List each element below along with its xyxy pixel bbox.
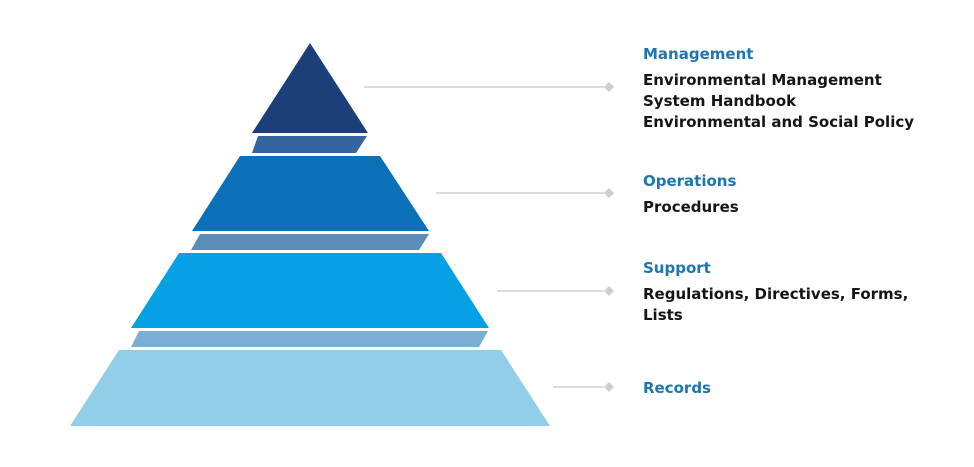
pyramid-band-operations-support bbox=[191, 234, 429, 250]
level-records: Records bbox=[643, 378, 711, 398]
level-title-management: Management bbox=[643, 45, 754, 63]
level-title-support: Support bbox=[643, 259, 711, 277]
connector-diamond-icon bbox=[604, 382, 614, 392]
level-description-management: Environmental Management System Handbook… bbox=[643, 71, 915, 131]
level-description-operations: Procedures bbox=[643, 198, 739, 216]
pyramid-band-management-operations bbox=[252, 136, 367, 153]
pyramid-tier-management bbox=[252, 43, 368, 133]
connector-diamond-icon bbox=[604, 286, 614, 296]
connector-diamond-icon bbox=[604, 188, 614, 198]
level-title-operations: Operations bbox=[643, 172, 737, 190]
connector-support bbox=[497, 286, 614, 296]
level-title-records: Records bbox=[643, 379, 711, 397]
connector-records bbox=[553, 382, 614, 392]
level-description-support: Regulations, Directives, Forms, Lists bbox=[643, 285, 909, 324]
level-operations: Operations Procedures bbox=[643, 171, 739, 218]
connector-diamond-icon bbox=[604, 82, 614, 92]
level-management: Management Environmental Management Syst… bbox=[643, 44, 914, 133]
pyramid-tier-records bbox=[70, 350, 550, 426]
level-support: Support Regulations, Directives, Forms, … bbox=[643, 258, 908, 326]
pyramid-tier-operations bbox=[192, 156, 429, 231]
pyramid-tier-support bbox=[131, 253, 489, 328]
connector-management bbox=[364, 82, 614, 92]
connector-operations bbox=[436, 188, 614, 198]
pyramid-band-support-records bbox=[131, 331, 488, 347]
